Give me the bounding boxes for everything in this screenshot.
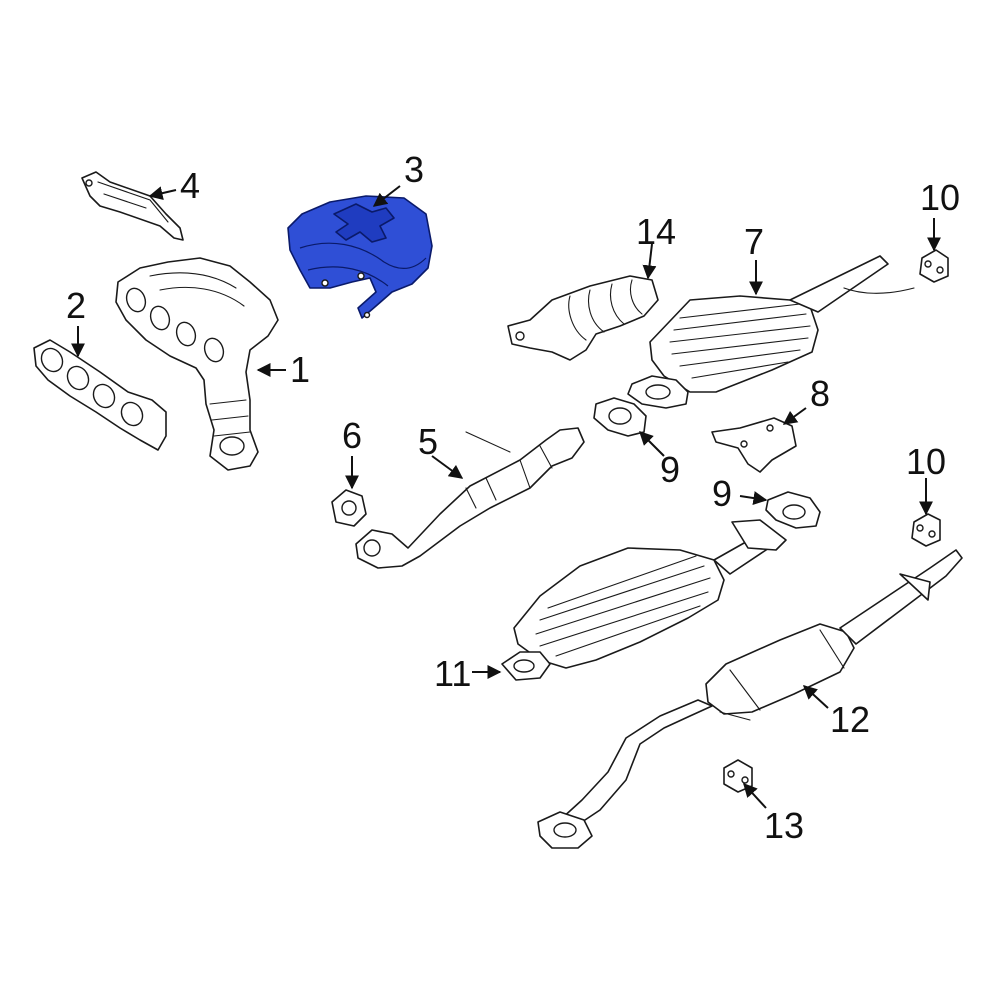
part-2-manifold-gasket[interactable] — [33, 339, 167, 451]
callout-6: 6 — [342, 415, 362, 456]
callout-10-upper: 10 — [920, 177, 960, 218]
part-3-heat-shield-highlighted[interactable] — [287, 195, 433, 319]
part-1-exhaust-manifold[interactable] — [115, 257, 279, 471]
part-5-intermediate-pipe[interactable] — [355, 427, 585, 569]
callout-7: 7 — [744, 221, 764, 262]
part-10-hanger-upper[interactable] — [919, 249, 949, 283]
callout-3: 3 — [404, 149, 424, 190]
callout-9-lower: 9 — [712, 473, 732, 514]
callout-2: 2 — [66, 285, 86, 326]
leader-lines — [71, 185, 941, 809]
callout-4: 4 — [180, 165, 200, 206]
callout-11: 11 — [434, 653, 471, 694]
callout-14: 14 — [636, 211, 676, 252]
part-9-gasket-upper[interactable] — [593, 397, 647, 437]
part-12-rear-muffler[interactable] — [537, 549, 963, 849]
part-8-bracket[interactable] — [711, 417, 797, 473]
part-6-gasket[interactable] — [331, 489, 367, 527]
callout-labels: 1 2 3 4 5 6 7 8 9 9 10 10 11 12 13 14 — [66, 149, 960, 846]
callout-12: 12 — [830, 699, 870, 740]
callout-9-upper: 9 — [660, 449, 680, 490]
part-11-center-muffler[interactable] — [501, 519, 787, 681]
callout-5: 5 — [418, 421, 438, 462]
part-4-manifold-bracket[interactable] — [81, 171, 184, 241]
part-14-front-pipe-converter[interactable] — [507, 275, 659, 361]
part-10-hanger-lower[interactable] — [911, 513, 941, 547]
part-9-gasket-lower[interactable] — [765, 491, 821, 529]
callout-13: 13 — [764, 805, 804, 846]
part-7-catalytic-converter[interactable] — [627, 255, 915, 409]
callout-8: 8 — [810, 373, 830, 414]
callout-1: 1 — [290, 349, 310, 390]
callout-10-lower: 10 — [906, 441, 946, 482]
